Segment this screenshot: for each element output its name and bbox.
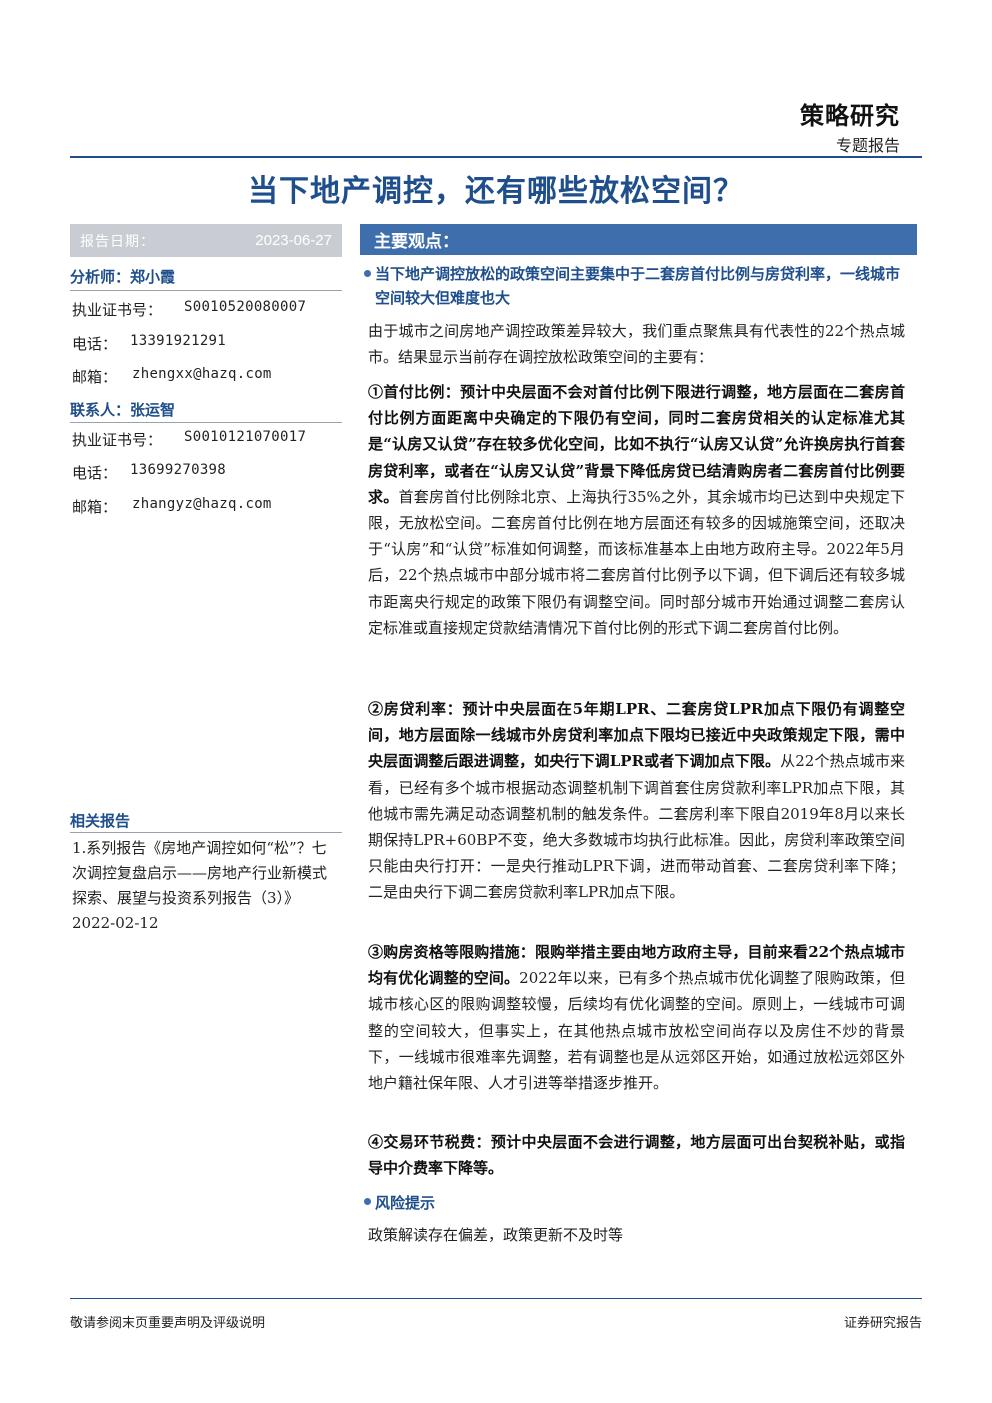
related-reports-divider	[70, 832, 342, 833]
key-points-title: 主要观点：	[374, 232, 459, 252]
report-title: 当下地产调控，还有哪些放松空间？	[248, 174, 744, 209]
point-mortgage-rate: ②房贷利率：预计中央层面在5年期LPR、二套房贷LPR加点下限仍有调整空间，地方…	[368, 696, 905, 906]
point-mortgage-rate-summary: ②房贷利率：预计中央层面在5年期LPR、二套房贷LPR加点下限仍有调整空间，地方…	[368, 700, 905, 771]
analyst-heading: 分析师：郑小霞	[70, 268, 176, 286]
key-point-subheading: 当下地产调控放松的政策空间主要集中于二套房首付比例与房贷利率，一线城市空间较大但…	[375, 265, 901, 307]
report-date-bar: 报告日期： 2023-06-27	[70, 224, 342, 257]
contact-divider	[70, 422, 342, 423]
point-transaction-tax: ④交易环节税费：预计中央层面不会进行调整，地方层面可出台契税补贴，或指导中介费率…	[368, 1129, 905, 1181]
footer-label: 证券研究报告	[843, 1316, 922, 1331]
footer-disclaimer: 敬请参阅末页重要声明及评级说明	[70, 1316, 266, 1331]
analyst-email: 邮箱： zhengxx@hazq.com	[72, 366, 344, 387]
point-down-payment-summary: ①首付比例：预计中央层面不会对首付比例下限进行调整，地方层面在二套房首付比例方面…	[368, 383, 905, 506]
report-category: 策略研究	[800, 101, 900, 130]
point-down-payment-detail: 首套房首付比例除北京、上海执行35%之外，其余城市均已达到中央规定下限，无放松空…	[368, 487, 905, 637]
contact-cert-label: 执业证书号：	[72, 431, 163, 449]
report-date-label: 报告日期：	[80, 233, 155, 250]
point-down-payment: ①首付比例：预计中央层面不会对首付比例下限进行调整，地方层面在二套房首付比例方面…	[368, 379, 905, 641]
contact-heading: 联系人：张运智	[70, 401, 176, 419]
related-report-item[interactable]: 1.系列报告《房地产调控如何“松”？七次调控复盘启示——房地产行业新模式探索、展…	[72, 839, 328, 932]
report-type: 专题报告	[835, 136, 900, 155]
analyst-cert-value: S0010520080007	[184, 299, 307, 315]
report-date-value: 2023-06-27	[255, 232, 332, 249]
analyst-phone-value: 13391921291	[130, 333, 227, 349]
point-purchase-restriction-detail: 2022年以来，已有多个热点城市优化调整了限购政策，但城市核心区的限购调整较慢，…	[368, 969, 905, 1093]
risk-bullet-icon	[364, 1198, 371, 1205]
analyst-cert-label: 执业证书号：	[72, 301, 163, 319]
analyst-phone-label: 电话：	[72, 335, 118, 353]
analyst-email-value[interactable]: zhengxx@hazq.com	[132, 366, 272, 382]
analyst-divider	[70, 290, 342, 291]
key-points-bar: 主要观点：	[360, 224, 917, 255]
intro-paragraph: 由于城市之间房地产调控政策差异较大，我们重点聚焦具有代表性的22个热点城市。结果…	[368, 322, 905, 367]
analyst-email-label: 邮箱：	[72, 368, 118, 386]
contact-cert: 执业证书号： S0010121070017	[72, 429, 344, 450]
bullet-dot-icon	[364, 270, 371, 277]
contact-email-value[interactable]: zhangyz@hazq.com	[132, 496, 272, 512]
analyst-phone: 电话： 13391921291	[72, 333, 344, 354]
contact-email-label: 邮箱：	[72, 498, 118, 516]
related-reports-heading: 相关报告	[70, 812, 131, 830]
footer-divider	[70, 1298, 922, 1299]
point-purchase-restriction: ③购房资格等限购措施：限购举措主要由地方政府主导，目前来看22个热点城市均有优化…	[368, 939, 905, 1096]
point-mortgage-rate-detail: 从22个热点城市来看，已经有多个城市根据动态调整机制下调首套住房贷款利率LPR加…	[368, 752, 905, 902]
risk-heading: 风险提示	[375, 1194, 436, 1212]
point-purchase-restriction-summary: ③购房资格等限购措施：限购举措主要由地方政府主导，目前来看22个热点城市均有优化…	[368, 943, 905, 988]
contact-phone: 电话： 13699270398	[72, 462, 344, 483]
risk-text: 政策解读存在偏差，政策更新不及时等	[368, 1226, 624, 1244]
analyst-cert: 执业证书号： S0010520080007	[72, 299, 344, 320]
contact-cert-value: S0010121070017	[184, 429, 307, 445]
contact-email: 邮箱： zhangyz@hazq.com	[72, 496, 344, 517]
contact-phone-label: 电话：	[72, 464, 118, 482]
header-divider	[70, 156, 922, 158]
contact-phone-value: 13699270398	[130, 462, 227, 478]
point-transaction-tax-summary: ④交易环节税费：预计中央层面不会进行调整，地方层面可出台契税补贴，或指导中介费率…	[368, 1133, 905, 1178]
